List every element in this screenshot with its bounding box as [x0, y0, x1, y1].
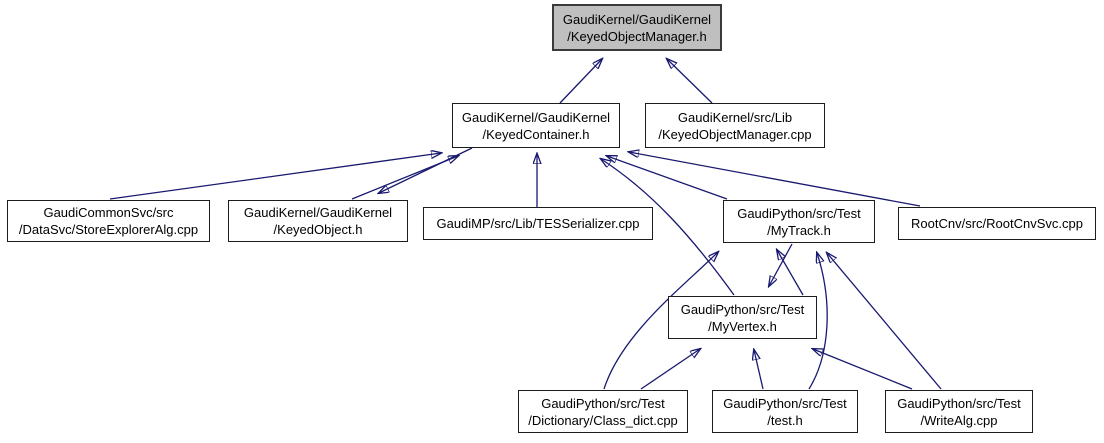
node-test-h[interactable]: GaudiPython/src/Test /test.h [712, 390, 858, 433]
node-store-explorer-alg-cpp[interactable]: GaudiCommonSvc/src /DataSvc/StoreExplore… [7, 200, 210, 242]
node-root-cnv-svc-cpp[interactable]: RootCnv/src/RootCnvSvc.cpp [898, 207, 1096, 240]
node-write-alg-cpp[interactable]: GaudiPython/src/Test /WriteAlg.cpp [885, 390, 1033, 433]
edge-storeexploreralg-to-keyedcontainer [109, 153, 441, 200]
edge-classdict-to-mytrack [603, 252, 718, 390]
edge-mytrack-to-myvertex [769, 243, 793, 286]
node-keyed-container-h[interactable]: GaudiKernel/GaudiKernel /KeyedContainer.… [452, 103, 620, 148]
node-my-track-h[interactable]: GaudiPython/src/Test /MyTrack.h [723, 200, 875, 243]
edge-writealg-to-myvertex [813, 349, 913, 390]
node-tes-serializer-cpp[interactable]: GaudiMP/src/Lib/TESSerializer.cpp [423, 207, 653, 240]
edge-keyedcontainer-to-keyedobjectmanager-h [559, 59, 602, 104]
node-class-dict-cpp[interactable]: GaudiPython/src/Test /Dictionary/Class_d… [518, 390, 688, 433]
edge-testh-to-mytrack [808, 253, 828, 390]
edge-myvertex-to-keyedcontainer [601, 159, 735, 296]
node-keyed-object-manager-h: GaudiKernel/GaudiKernel /KeyedObjectMana… [552, 4, 722, 51]
edge-mytrack-to-keyedcontainer [607, 156, 728, 200]
edge-testh-to-myvertex [754, 350, 764, 390]
node-my-vertex-h[interactable]: GaudiPython/src/Test /MyVertex.h [668, 296, 817, 339]
node-keyed-object-h[interactable]: GaudiKernel/GaudiKernel /KeyedObject.h [228, 200, 408, 242]
edge-rootcnvsvc-to-keyedcontainer [629, 152, 921, 207]
edge-writealg-to-mytrack [827, 253, 942, 390]
edge-classdict-to-myvertex [640, 349, 700, 390]
node-keyed-object-manager-cpp[interactable]: GaudiKernel/src/Lib /KeyedObjectManager.… [645, 103, 825, 148]
edge-keyedobjectmanager-cpp-to-keyedobjectmanager-h [667, 59, 713, 104]
edge-keyedcontainer-to-keyedobject [379, 147, 473, 193]
edge-myvertex-to-mytrack [777, 250, 804, 296]
